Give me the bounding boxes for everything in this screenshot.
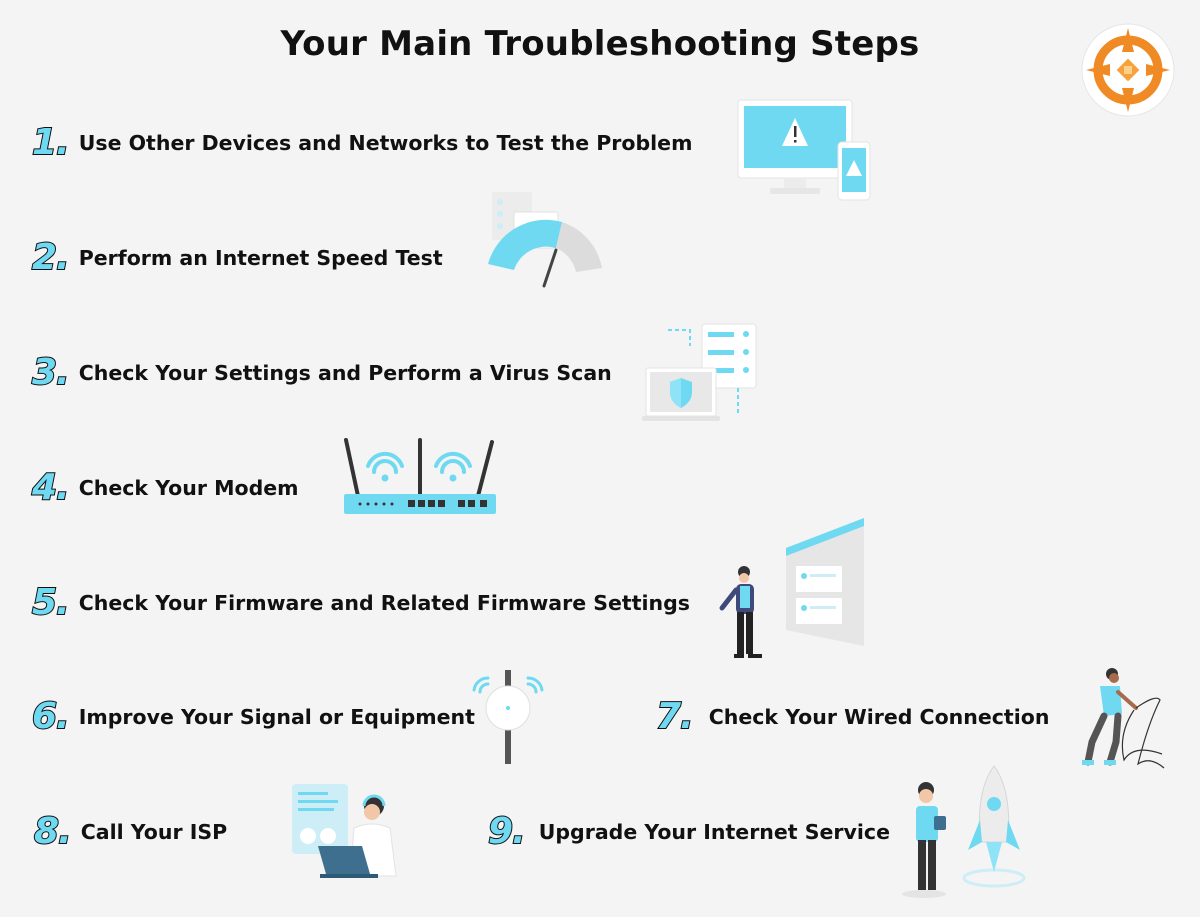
step-label: Improve Your Signal or Equipment	[78, 704, 475, 729]
step-label: Upgrade Your Internet Service	[538, 819, 890, 844]
step-number: 6.	[31, 695, 71, 738]
step-label: Check Your Modem	[78, 475, 299, 500]
step-number: 1.	[31, 121, 71, 164]
crosshair-logo-icon	[1081, 23, 1175, 117]
access-point-icon	[472, 670, 544, 764]
step-number: 3.	[31, 351, 71, 394]
rocket-person-icon	[902, 765, 1026, 898]
step-5: 5. Check Your Firmware and Related Firmw…	[31, 581, 691, 624]
step-label: Check Your Firmware and Related Firmware…	[78, 590, 691, 615]
step-9: 9. Upgrade Your Internet Service	[487, 810, 890, 853]
step-number: 7.	[655, 695, 695, 738]
step-number: 2.	[31, 236, 71, 279]
step-3: 3. Check Your Settings and Perform a Vir…	[31, 351, 612, 394]
step-label: Check Your Settings and Perform a Virus …	[78, 360, 612, 385]
laptop-shield-server-icon	[642, 323, 757, 421]
monitor-phone-warning-icon	[737, 99, 871, 201]
step-number: 9.	[487, 810, 527, 853]
step-number: 8.	[33, 810, 73, 853]
step-label: Perform an Internet Speed Test	[78, 245, 443, 270]
page-title: Your Main Troubleshooting Steps	[280, 24, 920, 64]
router-icon	[344, 438, 496, 514]
step-label: Use Other Devices and Networks to Test t…	[78, 130, 693, 155]
step-7: 7. Check Your Wired Connection	[655, 695, 1050, 738]
person-cable-icon	[1082, 668, 1165, 769]
speedometer-icon	[488, 192, 602, 288]
support-agent-icon	[292, 784, 397, 878]
step-label: Check Your Wired Connection	[708, 704, 1050, 729]
step-6: 6. Improve Your Signal or Equipment	[31, 695, 475, 738]
person-settings-panel-icon	[719, 518, 864, 658]
step-4: 4. Check Your Modem	[31, 466, 299, 509]
step-label: Call Your ISP	[80, 819, 228, 844]
step-number: 5.	[31, 581, 71, 624]
step-2: 2. Perform an Internet Speed Test	[31, 236, 443, 279]
step-1: 1. Use Other Devices and Networks to Tes…	[31, 121, 693, 164]
step-number: 4.	[31, 466, 71, 509]
step-8: 8. Call Your ISP	[33, 810, 228, 853]
